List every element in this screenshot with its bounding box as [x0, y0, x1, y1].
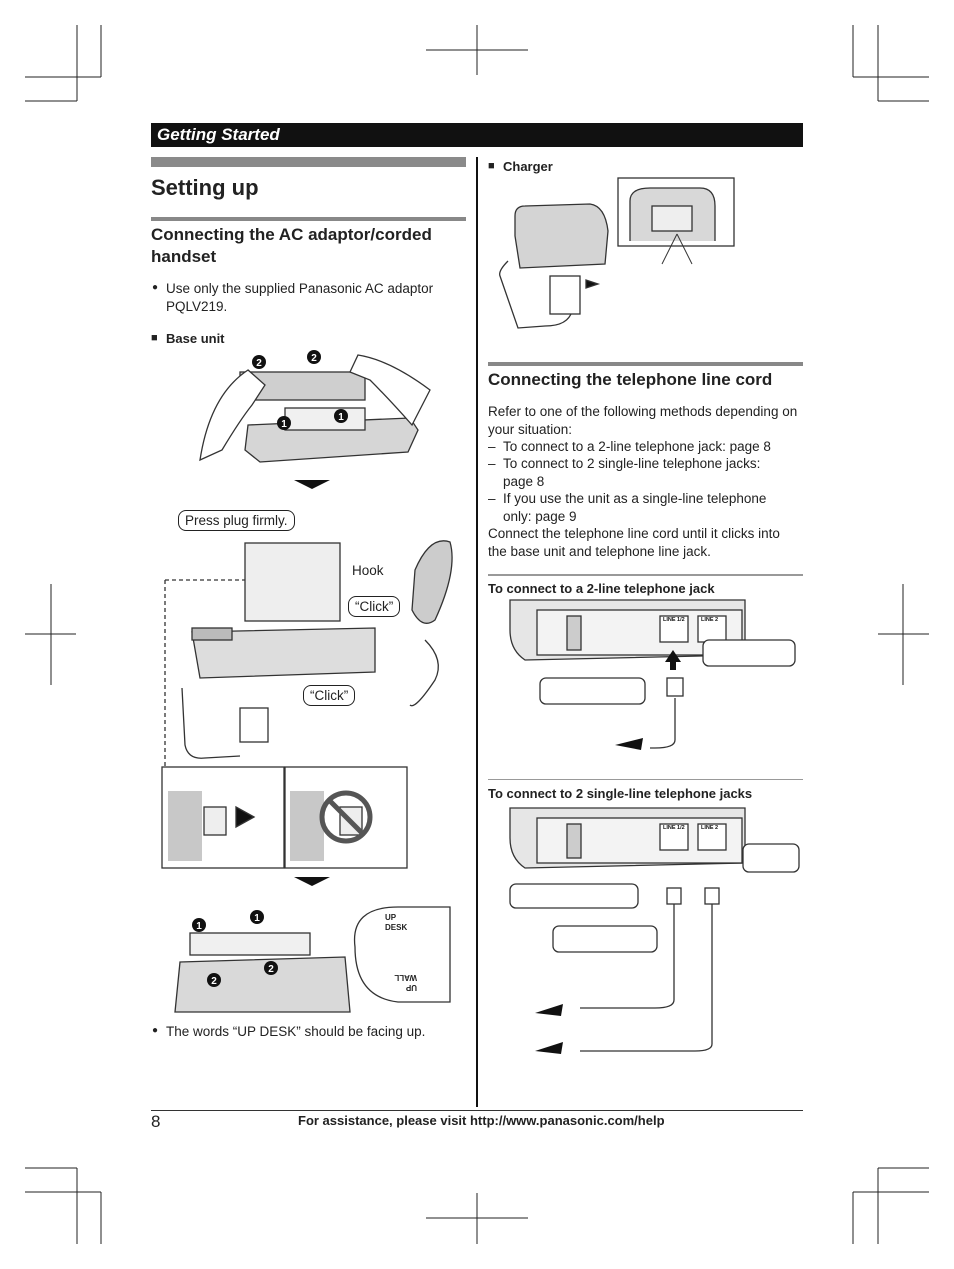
up-desk-figure: 1 1 2 2	[174, 906, 451, 1013]
jack-label-line12: LINE 1/2	[663, 617, 685, 623]
section-header-bar: Getting Started	[151, 123, 803, 147]
svg-text:1: 1	[281, 419, 287, 430]
note-up-desk: The words “UP DESK” should be facing up.	[166, 1024, 426, 1039]
callout-press-plug: Press plug firmly.	[178, 510, 295, 531]
jack-label-line2: LINE 2	[701, 617, 718, 623]
square-bullet-icon: ■	[151, 332, 158, 344]
label-click-top: “Click”	[348, 596, 401, 617]
base-unit-cover-figure: 2 2 1 1	[199, 350, 431, 463]
outlet-orientation-figure	[161, 766, 408, 869]
page-title: Setting up	[151, 175, 259, 200]
bullet-icon: ●	[152, 282, 159, 293]
svg-text:1: 1	[254, 913, 260, 924]
square-bullet-icon-2: ■	[488, 160, 495, 172]
list-item-1: To connect to a 2-line telephone jack: p…	[503, 439, 771, 454]
up-desk-text: UP DESK	[385, 913, 408, 932]
footer-rule	[151, 1110, 803, 1111]
charger-figure	[499, 177, 735, 329]
list-item-3: If you use the unit as a single-line tel…	[503, 491, 767, 524]
svg-text:2: 2	[311, 353, 317, 364]
section-title-line-cord: Connecting the telephone line cord	[488, 370, 773, 389]
section-header-text: Getting Started	[157, 125, 280, 144]
outro-text: Connect the telephone line cord until it…	[488, 526, 780, 559]
bullet-icon-2: ●	[152, 1025, 159, 1036]
note-adaptor: Use only the supplied Panasonic AC adapt…	[166, 281, 434, 314]
sub-rule-2	[488, 779, 803, 780]
jack-label-line12-b: LINE 1/2	[663, 825, 685, 831]
svg-text:2: 2	[211, 976, 217, 987]
dash-icon: –	[488, 491, 496, 506]
section-rule-2	[488, 362, 803, 366]
up-wall-text: UP WALL	[394, 973, 417, 992]
list-item-2: To connect to 2 single-line telephone ja…	[503, 456, 761, 489]
dash-icon: –	[488, 439, 496, 454]
svg-text:2: 2	[268, 964, 274, 975]
jack-label-line2-b: LINE 2	[701, 825, 718, 831]
intro-text: Refer to one of the following methods de…	[488, 404, 798, 437]
label-hook: Hook	[352, 563, 384, 578]
two-line-jack-figure: LINE 1/2 LINE 2	[509, 599, 796, 750]
svg-text:2: 2	[256, 358, 262, 369]
column-divider	[476, 157, 478, 1107]
svg-text:1: 1	[196, 921, 202, 932]
single-line-jacks-figure: LINE 1/2 LINE 2	[509, 807, 800, 1054]
down-arrow-icon-2	[294, 877, 330, 886]
charger-label: Charger	[503, 159, 553, 174]
footer-help-text: For assistance, please visit http://www.…	[298, 1113, 665, 1128]
sub-title-2line: To connect to a 2-line telephone jack	[488, 581, 715, 596]
label-click-bottom: “Click”	[303, 685, 356, 706]
base-unit-label: Base unit	[166, 331, 225, 346]
sub-title-single-line: To connect to 2 single-line telephone ja…	[488, 786, 753, 801]
sub-rule-1	[488, 574, 803, 576]
title-rule	[151, 157, 466, 167]
svg-text:1: 1	[338, 412, 344, 423]
section-title-ac-adaptor: Connecting the AC adaptor/corded handset	[151, 225, 432, 266]
connection-figure	[164, 540, 453, 768]
dash-icon: –	[488, 456, 496, 471]
down-arrow-icon	[294, 480, 330, 489]
page-number: 8	[151, 1112, 161, 1131]
section-rule	[151, 217, 466, 221]
